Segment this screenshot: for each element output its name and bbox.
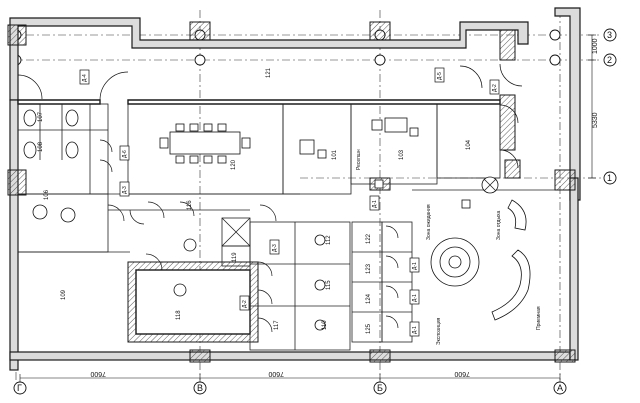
axis-label-3: 3 [607,30,612,40]
dim-right-top: 1000 [592,38,599,54]
axis-label-v: В [197,383,203,393]
axis-label-2: 2 [607,55,612,65]
tag-d6-a: Д-6 [122,150,128,158]
room-110: 110 [322,320,328,330]
zone-labels: Зона ожидания Зона отдыха Ресепшн Экспоз… [356,149,542,345]
tag-d5-a: Д-5 [437,72,443,80]
room-117: 117 [274,320,280,330]
tag-d2-b: Д-2 [242,300,248,308]
label-entry: Экспозиция [436,317,442,345]
exterior-walls [7,7,581,371]
room-124: 124 [366,293,372,304]
axis-bubbles-right: 3 2 1 [603,28,617,185]
dim-bottom-3: 7600 [454,370,470,377]
axis-label-b: Б [377,383,383,393]
dimensions: 1000 5330 7600 7600 7600 [19,34,599,382]
room-106: 106 [44,189,50,200]
room-115: 115 [326,280,332,290]
room-107: 107 [38,111,44,122]
room-112: 112 [326,235,332,245]
tag-d1-b: Д-1 [412,326,418,334]
room-108: 108 [38,141,44,152]
room-123: 123 [366,263,372,274]
axis-label-a: А [557,383,563,393]
tag-d1-a: Д-1 [372,200,378,208]
tag-d3-a: Д-3 [122,186,128,194]
room-118: 118 [176,310,182,320]
conference-table [169,131,241,155]
tag-d3-b: Д-3 [272,244,278,252]
dim-bottom-2: 7600 [268,370,284,377]
axis-label-g: Г [17,383,22,393]
room-125: 125 [366,323,372,334]
label-zone-rest: Зона отдыха [496,211,502,240]
room-109: 109 [61,289,67,300]
interior-walls [17,99,555,351]
tag-d4-a: Д-4 [82,74,88,82]
doors [17,63,523,333]
room-101: 101 [332,149,338,160]
tag-d1-c: Д-1 [412,294,418,302]
room-121: 121 [266,67,272,78]
room-numbers: 121 120 101 103 104 107 108 106 116 112 … [38,67,472,334]
axis-lines [10,10,605,380]
tag-d1-d: Д-1 [412,262,418,270]
door-tags: Д-4 Д-5 Д-2 Д-1 Д-3 Д-6 Д-1 Д-1 Д-1 Д-2 … [79,67,500,337]
axis-bubbles-bottom: Г В Б А [13,381,567,395]
label-zone-waiting: Зона ожидания [426,204,432,240]
axis-label-1: 1 [607,173,612,183]
room-104: 104 [466,139,472,150]
room-122: 122 [366,233,372,244]
dim-right-mid: 5330 [592,112,599,128]
room-119: 119 [232,252,238,262]
dim-bottom-1: 7600 [90,370,106,377]
room-103: 103 [399,149,405,160]
tag-d2-a: Д-2 [492,84,498,92]
room-120: 120 [231,159,237,170]
room-116: 116 [187,200,193,210]
furniture [23,109,531,331]
label-reception: Ресепшн [356,149,362,170]
label-head-office: Приемная [536,306,542,330]
